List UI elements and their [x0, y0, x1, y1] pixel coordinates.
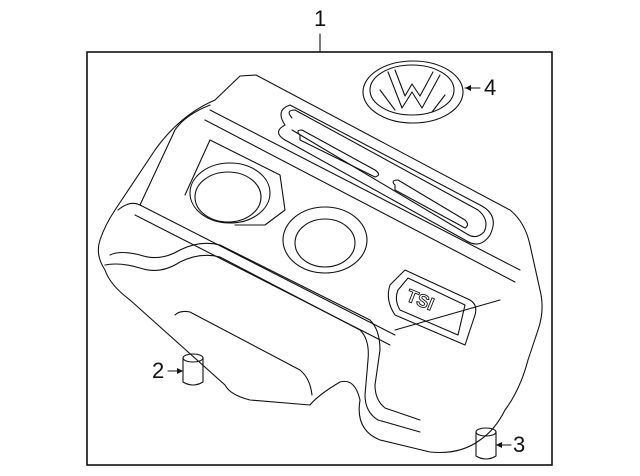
callout-3: 3 — [513, 432, 526, 457]
diagram-frame — [86, 51, 553, 466]
engine-cover — [97, 74, 543, 454]
grommet-2 — [182, 353, 204, 386]
callout-4: 4 — [484, 75, 497, 100]
emblem — [362, 60, 464, 124]
callout-2: 2 — [152, 358, 165, 383]
grommet-3 — [475, 427, 497, 460]
callout-1: 1 — [314, 6, 327, 31]
